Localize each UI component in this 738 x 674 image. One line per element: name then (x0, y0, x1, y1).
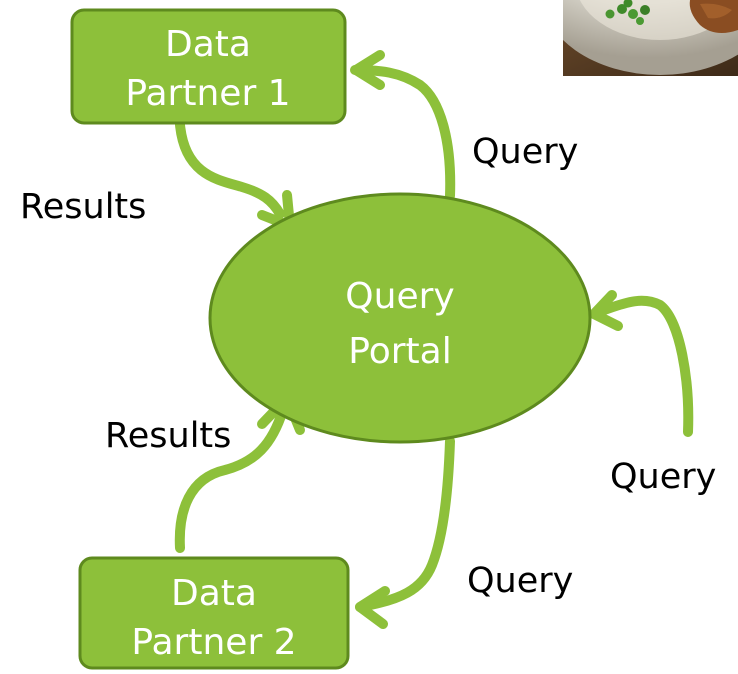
arrow-results-partner2-to-portal (174, 405, 288, 553)
label-query-top: Query (472, 132, 578, 172)
label-results-bottom: Results (105, 416, 231, 456)
arrow-query-portal-to-partner2 (355, 436, 455, 612)
node-label-line1: Data (165, 24, 251, 65)
arrow-results-partner1-to-portal (175, 120, 285, 219)
node-label-line2: Partner 2 (131, 622, 296, 663)
node-data-partner-2: Data Partner 2 (78, 556, 350, 670)
label-query-right: Query (610, 457, 716, 497)
node-query-portal: Query Portal (208, 192, 592, 444)
node-label-line2: Partner 1 (125, 73, 290, 114)
food-plate-photo (563, 0, 738, 76)
node-label-line1: Query (345, 276, 454, 317)
arrow-query-portal-to-partner1 (350, 65, 456, 201)
arrow-query-external-to-portal (593, 295, 694, 437)
node-label-line2: Portal (348, 331, 451, 372)
label-query-bottom: Query (467, 561, 573, 601)
label-results-top: Results (20, 187, 146, 227)
node-data-partner-1: Data Partner 1 (70, 8, 347, 125)
node-label-line1: Data (171, 573, 257, 614)
